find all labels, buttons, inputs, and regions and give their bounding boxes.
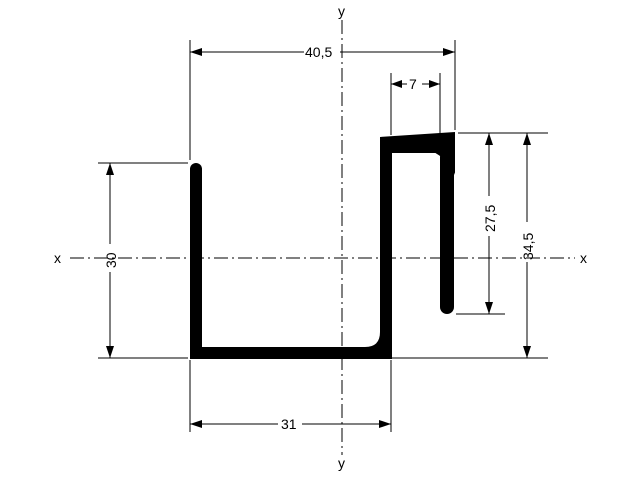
y-axis-label-top: y: [338, 3, 345, 19]
u-profile-section: [190, 132, 455, 359]
dim-lip-width: 7: [391, 76, 440, 92]
dim-left-height: 30: [103, 163, 119, 358]
dim-inner-height: 27,5: [482, 133, 498, 314]
x-axis-label-left: x: [54, 250, 61, 266]
dim-base-width: 31: [190, 416, 391, 432]
left-leg: [190, 163, 202, 359]
dim-inner-height-label: 27,5: [482, 205, 498, 232]
drop-leg: [440, 150, 454, 314]
y-axis-label-bottom: y: [338, 455, 345, 471]
dim-left-height-label: 30: [103, 252, 119, 268]
dim-overall-width-label: 40,5: [305, 44, 332, 60]
dim-base-width-label: 31: [281, 416, 297, 432]
dim-overall-height: 34,5: [520, 133, 536, 358]
dim-lip-width-label: 7: [409, 76, 417, 92]
top-lip: [380, 132, 455, 153]
dim-overall-height-label: 34,5: [520, 233, 536, 260]
extension-lines: [98, 40, 548, 432]
x-axis-label-right: x: [580, 250, 587, 266]
dim-overall-width: 40,5: [190, 44, 455, 60]
base-and-right-wall: [190, 137, 392, 359]
